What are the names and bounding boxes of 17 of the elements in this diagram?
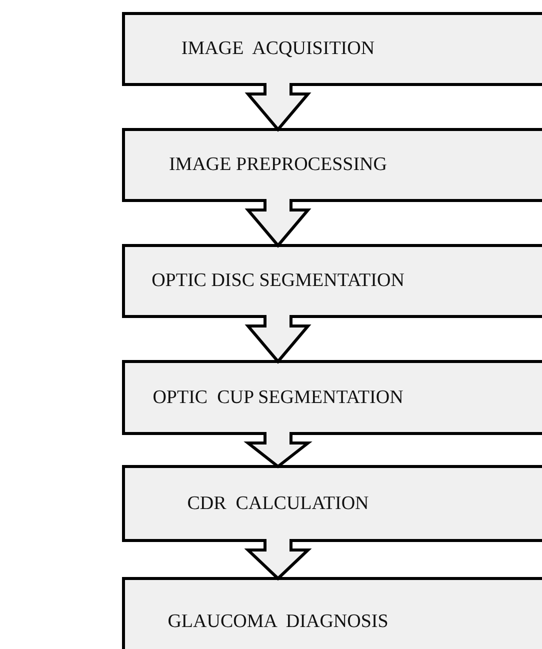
process-box: [122, 577, 542, 649]
process-box: [122, 465, 542, 542]
block-arrow: [244, 198, 312, 248]
process-label: OPTIC DISC SEGMENTATION: [150, 270, 406, 292]
block-arrow: [244, 82, 312, 132]
process-box: [122, 244, 542, 318]
process-label: OPTIC CUP SEGMENTATION: [152, 386, 404, 408]
process-box: [122, 12, 542, 86]
process-label: GLAUCOMA DIAGNOSIS: [166, 611, 390, 633]
process-box: [122, 128, 542, 202]
block-arrow: [244, 314, 312, 364]
process-box: [122, 360, 542, 435]
process-label: IMAGE PREPROCESSING: [168, 154, 388, 176]
block-arrow: [244, 430, 312, 468]
process-label: CDR CALCULATION: [186, 492, 370, 514]
process-label: IMAGE ACQUISITION: [180, 38, 376, 60]
block-arrow: [244, 538, 312, 581]
